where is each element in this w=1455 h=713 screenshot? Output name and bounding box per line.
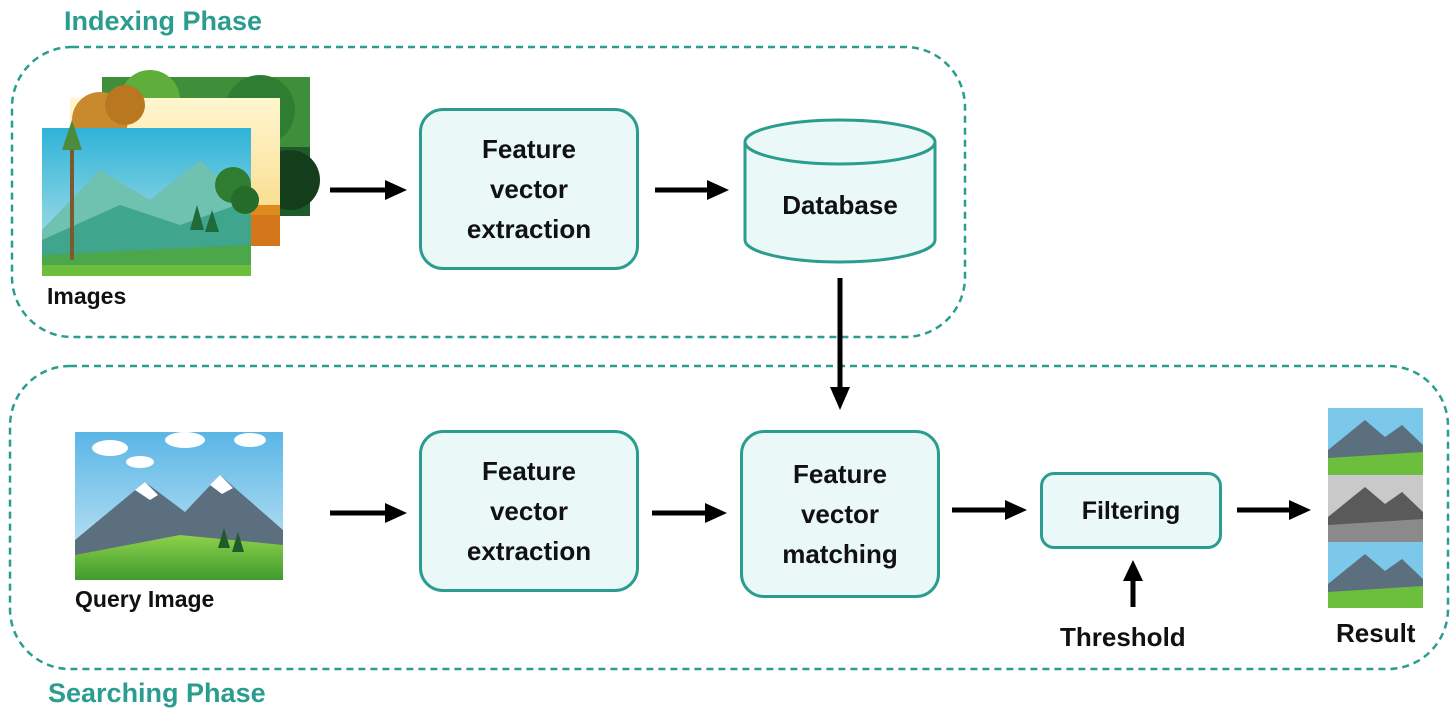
searching-phase-container [8,364,1450,671]
result-label: Result [1336,618,1416,648]
threshold-label: Threshold [1060,622,1186,652]
result-image-1 [1328,408,1423,475]
arrow-matching-to-filtering [952,500,1027,520]
arrow-filtering-to-result [1237,500,1311,520]
arrow-images-to-extraction [330,180,407,200]
database-cylinder [743,118,937,264]
arrows [330,180,1311,607]
query-image [75,432,283,580]
image-mountains [42,120,259,276]
database-label: Database [782,190,898,220]
arrow-extraction-to-database [655,180,729,200]
searching-feature-extraction-label: Feature vector extraction [466,456,592,566]
images-stack [42,70,320,276]
database-label-wrap: Database [745,185,935,225]
images-label: Images [47,283,127,309]
arrow-query-to-extraction [330,503,407,523]
indexing-feature-extraction-label: Feature vector extraction [466,134,592,244]
result-images [1328,408,1423,608]
result-image-2 [1328,475,1423,542]
result-image-3 [1328,542,1423,608]
searching-phase-title: Searching Phase [48,678,266,708]
feature-matching-label: Feature vector matching [782,459,898,569]
indexing-phase-title: Indexing Phase [64,6,263,36]
feature-matching-box: Feature vector matching [740,430,940,598]
filtering-box: Filtering [1040,472,1222,549]
query-image-label: Query Image [75,586,215,612]
arrow-database-to-matching [830,278,850,410]
arrow-threshold-to-filtering [1123,560,1143,607]
indexing-feature-extraction-box: Feature vector extraction [419,108,639,270]
searching-feature-extraction-box: Feature vector extraction [419,430,639,592]
arrow-extraction-to-matching [652,503,727,523]
indexing-phase-container [10,45,967,339]
filtering-label: Filtering [1081,496,1181,525]
